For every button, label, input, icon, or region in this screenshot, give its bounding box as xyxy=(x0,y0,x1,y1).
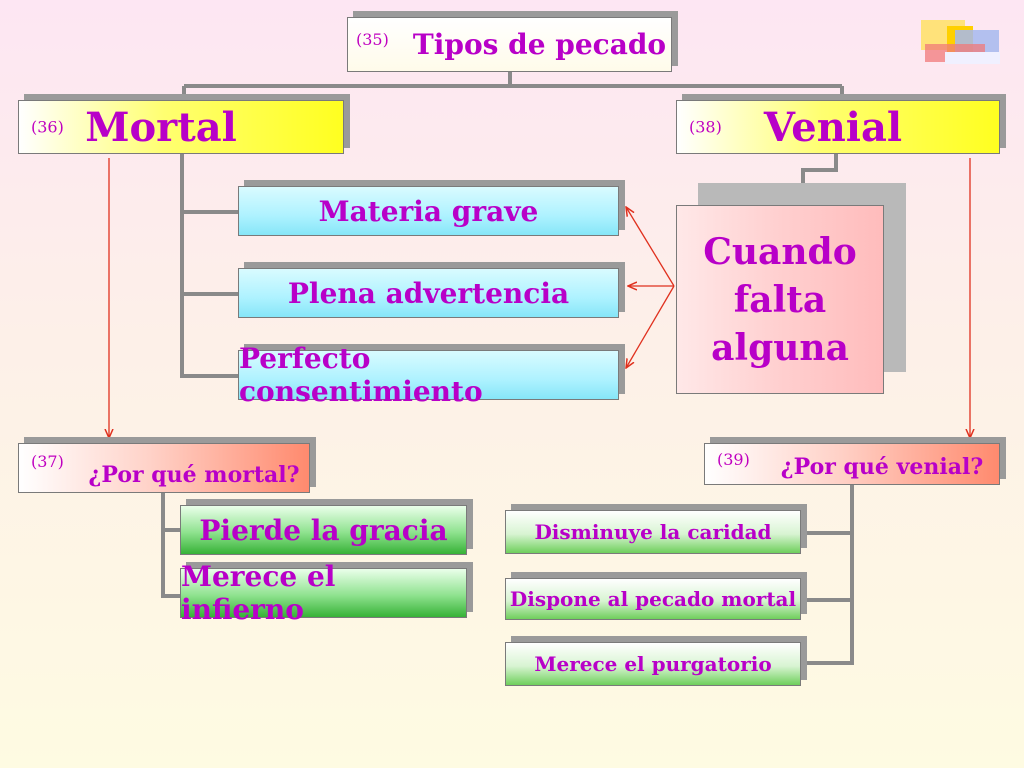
condition-label: Perfecto consentimiento xyxy=(239,342,483,408)
venial-effect-label: Disminuye la caridad xyxy=(534,520,772,544)
mortal-effect-label: Pierde la gracia xyxy=(199,513,448,547)
connector-venial-cuando xyxy=(801,152,838,184)
why-mortal-label: ¿Por qué mortal? xyxy=(88,462,300,488)
venial-effect-label: Merece el purgatorio xyxy=(534,652,772,676)
mortal-effect-merece-infierno: Merece el infierno xyxy=(180,560,467,626)
venial-condition-line1: Cuando xyxy=(703,230,857,273)
mortal-effect-pierde-gracia: Pierde la gracia xyxy=(180,505,467,555)
title-number: (35) xyxy=(356,30,389,49)
title-box: (35) Tipos de pecado xyxy=(347,17,672,72)
venial-condition-line3: alguna xyxy=(711,326,849,369)
mortal-number: (36) xyxy=(31,117,64,137)
condition-label: Plena advertencia xyxy=(287,276,570,310)
venial-effect-merece-purgatorio: Merece el purgatorio xyxy=(505,642,801,686)
arrow-to-materia xyxy=(626,207,675,287)
venial-condition-line2: falta xyxy=(733,278,827,321)
condition-materia-grave: Materia grave xyxy=(238,186,619,236)
condition-plena-advertencia: Plena advertencia xyxy=(238,268,619,318)
condition-label: Materia grave xyxy=(318,194,539,228)
why-venial-label: ¿Por qué venial? xyxy=(780,454,984,480)
mortal-box: (36) Mortal xyxy=(18,100,344,154)
why-venial-number: (39) xyxy=(717,450,750,469)
why-venial-box: (39) ¿Por qué venial? xyxy=(704,443,1000,485)
venial-box: (38) Venial xyxy=(676,100,1000,154)
why-mortal-box: (37) ¿Por qué mortal? xyxy=(18,443,310,493)
mortal-label: Mortal xyxy=(85,103,237,151)
title-label: Tipos de pecado xyxy=(412,28,667,61)
venial-condition-box: Cuando falta alguna xyxy=(676,205,884,394)
mortal-effect-label: Merece el infierno xyxy=(181,560,336,626)
arrow-to-perfecto xyxy=(626,285,675,368)
venial-effect-dispone-pecado: Dispone al pecado mortal xyxy=(505,578,801,620)
condition-perfecto-consentimiento: Perfecto consentimiento xyxy=(238,342,619,408)
venial-number: (38) xyxy=(689,117,722,137)
venial-effect-disminuye-caridad: Disminuye la caridad xyxy=(505,510,801,554)
why-mortal-number: (37) xyxy=(31,452,64,471)
venial-effect-label: Dispone al pecado mortal xyxy=(509,587,797,611)
venial-label: Venial xyxy=(763,103,903,151)
